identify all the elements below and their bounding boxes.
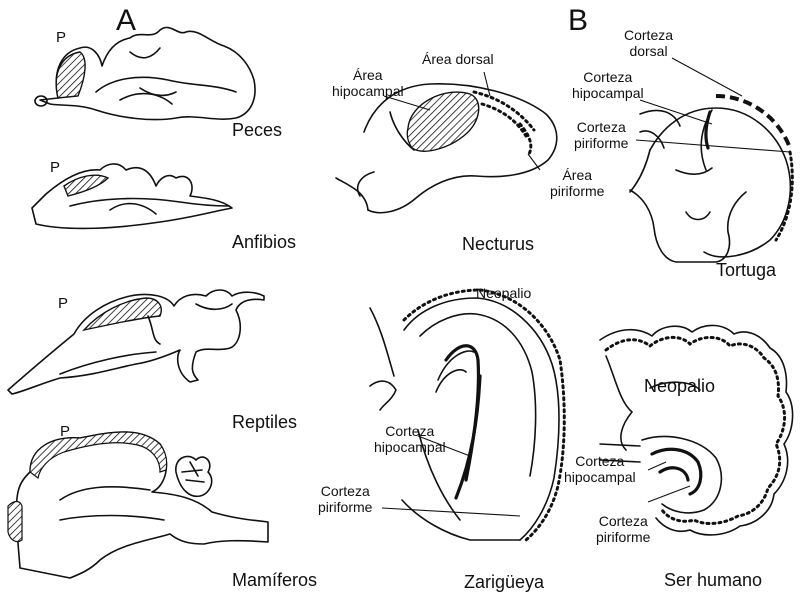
species-label-fish: Peces bbox=[232, 120, 282, 140]
necturus-dorsal-label: Área dorsal bbox=[422, 52, 494, 68]
human-drawing bbox=[600, 325, 793, 535]
reptile-pallium-hatch bbox=[84, 298, 161, 330]
opossum-neopallium-label: Neopalio bbox=[476, 286, 531, 302]
fish-pallium-hatch bbox=[56, 52, 85, 98]
species-label-human: Ser humano bbox=[664, 570, 762, 590]
turtle-hippocampal-label: Corteza hipocampal bbox=[572, 70, 644, 101]
human-piriform-label: Corteza piriforme bbox=[596, 514, 650, 545]
mammal-brain-drawing bbox=[8, 432, 268, 578]
human-neopallium-label: Neopalio bbox=[644, 376, 715, 396]
opossum-piriform-label: Corteza piriforme bbox=[318, 484, 372, 515]
turtle-dorsal-label: Corteza dorsal bbox=[624, 28, 673, 59]
turtle-piriform-label: Corteza piriforme bbox=[574, 120, 628, 151]
reptile-brain-drawing bbox=[8, 290, 264, 394]
species-label-amphibian: Anfibios bbox=[232, 232, 296, 252]
amphibian-pallium-marker: P bbox=[50, 160, 60, 177]
species-label-mammal: Mamíferos bbox=[232, 570, 317, 590]
mammal-neocortex-hatch bbox=[30, 432, 167, 478]
necturus-drawing bbox=[336, 84, 557, 213]
amphibian-pallium-hatch bbox=[64, 175, 108, 196]
panel-a-letter: A bbox=[116, 4, 136, 38]
fish-pallium-marker: P bbox=[56, 30, 66, 47]
panel-b-letter: B bbox=[568, 4, 588, 38]
reptile-pallium-marker: P bbox=[58, 296, 68, 313]
amphibian-brain-drawing bbox=[32, 164, 232, 229]
necturus-hippocampal-area bbox=[407, 92, 478, 151]
turtle-drawing bbox=[630, 96, 792, 262]
mammal-olfactory-hatch bbox=[8, 502, 22, 542]
opossum-drawing bbox=[370, 290, 564, 540]
necturus-piriform-label: Área piriforme bbox=[550, 168, 604, 199]
fish-brain-drawing bbox=[35, 27, 255, 119]
necturus-hippocampal-label: Área hipocampal bbox=[332, 68, 404, 99]
mammal-pallium-marker: P bbox=[60, 424, 70, 441]
species-label-opossum: Zarigüeya bbox=[464, 572, 544, 592]
species-label-necturus: Necturus bbox=[462, 234, 534, 254]
human-hippocampal-label: Corteza hipocampal bbox=[564, 454, 636, 485]
opossum-hippocampal-label: Corteza hipocampal bbox=[374, 424, 446, 455]
species-label-reptile: Reptiles bbox=[232, 412, 297, 432]
species-label-turtle: Tortuga bbox=[716, 260, 776, 280]
